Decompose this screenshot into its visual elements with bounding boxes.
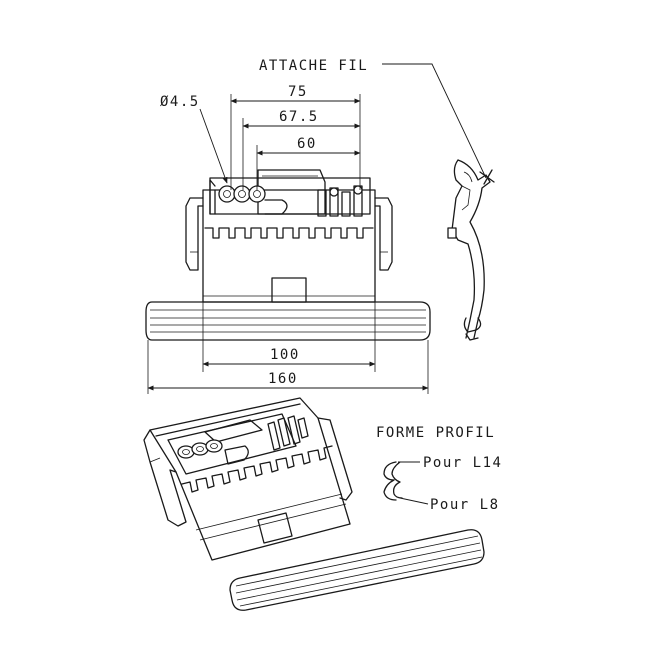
iso-body-outline <box>149 397 351 561</box>
iso-bottom-rail <box>229 529 485 611</box>
front-left-handle <box>185 197 204 271</box>
isometric-view <box>143 397 485 611</box>
front-clips <box>317 185 363 217</box>
attache-fil-leader <box>382 63 487 179</box>
attache-fil-label: ATTACHE FIL <box>259 58 368 74</box>
profile-shapes <box>383 461 429 505</box>
side-profile-outer <box>457 159 491 339</box>
front-dimensions <box>147 94 429 394</box>
front-center-tab <box>271 277 307 303</box>
front-latch <box>264 199 288 215</box>
iso-center-tab <box>257 512 293 544</box>
side-view <box>382 63 495 341</box>
front-view <box>145 169 431 341</box>
pour-l8-label: Pour L8 <box>430 497 500 513</box>
diameter-label: Ø4.5 <box>160 94 200 110</box>
iso-comb-teeth <box>181 445 333 493</box>
front-bottom-rail <box>145 301 431 341</box>
dimension-60: 60 <box>297 136 317 152</box>
iso-clips <box>267 415 309 451</box>
forme-profil-label: FORME PROFIL <box>376 425 495 441</box>
front-comb-teeth <box>204 227 374 239</box>
dimension-160: 160 <box>268 371 298 387</box>
iso-holes <box>177 439 223 459</box>
profile-l14-shape <box>383 461 397 501</box>
dimension-67-5: 67.5 <box>279 109 319 125</box>
dimension-75: 75 <box>288 84 308 100</box>
front-right-handle <box>374 197 393 271</box>
pour-l14-label: Pour L14 <box>423 455 502 471</box>
dimension-100: 100 <box>270 347 300 363</box>
